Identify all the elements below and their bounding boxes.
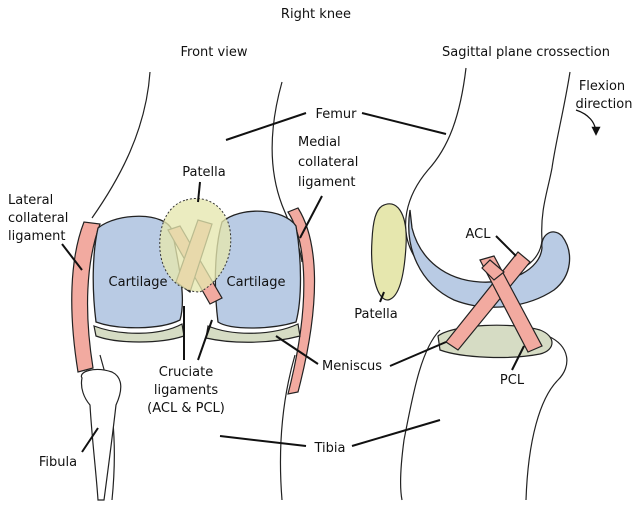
lateral-collateral-label-2: collateral [8, 211, 68, 226]
tibia-label: Tibia [314, 441, 346, 456]
leader-meniscus-sagittal [390, 342, 446, 366]
lateral-collateral-label-3: ligament [8, 229, 65, 244]
cartilage-left-label: Cartilage [109, 275, 168, 290]
leader-tibia-sagittal [352, 420, 440, 446]
pcl-label: PCL [500, 373, 525, 388]
cruciate-label-2: ligaments [154, 383, 218, 398]
medial-collateral-label-1: Medial [298, 135, 341, 150]
patella-sagittal-shape [372, 204, 407, 300]
medial-collateral-label-2: collateral [298, 155, 358, 170]
sagittal-view-heading: Sagittal plane crossection [442, 45, 610, 60]
tibia-sagittal-outline [526, 336, 567, 500]
sagittal-view [352, 68, 596, 500]
tibia-sagittal-outline [401, 330, 440, 500]
meniscus-label: Meniscus [322, 359, 382, 374]
cartilage-right-label: Cartilage [227, 275, 286, 290]
cruciate-label-3: (ACL & PCL) [147, 401, 225, 416]
front-view-heading: Front view [181, 45, 248, 60]
acl-label: ACL [466, 227, 492, 242]
flexion-label-1: Flexion [579, 79, 625, 94]
medial-collateral-label-3: ligament [298, 175, 355, 190]
lateral-collateral-label-1: Lateral [8, 193, 53, 208]
leader-tibia-front [220, 436, 306, 446]
femur-label: Femur [315, 107, 357, 122]
fibula-bone [81, 370, 120, 500]
leader-femur-front [226, 113, 306, 140]
leader-acl [496, 236, 516, 256]
fibula-label: Fibula [39, 455, 77, 470]
leader-femur-sagittal [362, 113, 446, 134]
leader-cruciate-2 [198, 320, 212, 360]
flexion-arrow [576, 110, 596, 134]
cruciate-label-1: Cruciate [159, 365, 213, 380]
diagram-title: Right knee [281, 7, 351, 22]
patella-sagittal-label: Patella [354, 307, 398, 322]
flexion-label-2: direction [576, 97, 633, 112]
patella-front-label: Patella [182, 165, 226, 180]
femur-outline [92, 72, 150, 218]
